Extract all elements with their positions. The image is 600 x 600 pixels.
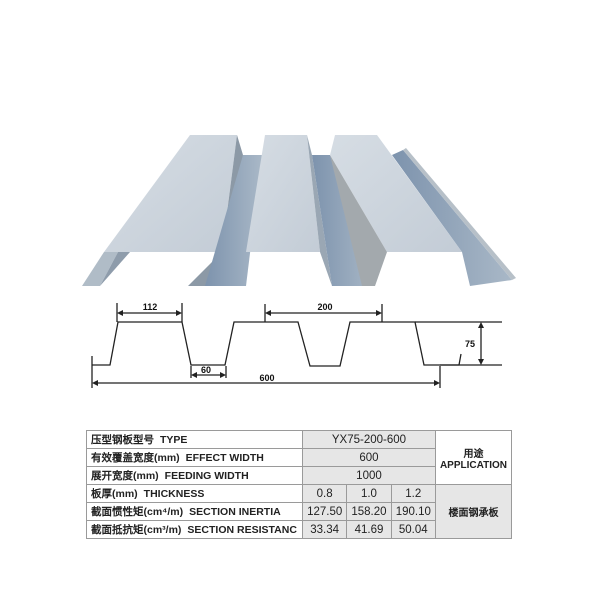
feeding-width-value: 1000 [302,466,436,485]
row-label-en: TYPE [160,434,188,446]
effect-width-value: 600 [302,448,436,467]
application-value: 楼面钢承板 [434,484,513,539]
row-label-cn: 截面惯性矩(cm⁴/m) [91,506,184,518]
application-en: APPLICATION [439,459,507,471]
application-cn: 用途 [463,448,484,460]
row-label-cn: 有效覆盖宽度(mm) [91,452,180,464]
table-row: 截面抵抗矩(cm³/m) SECTION RESISTANC 33.34 41.6… [86,520,512,539]
row-label-en: SECTION RESISTANC [187,524,297,536]
table-row: 展开宽度(mm) FEEDING WIDTH 1000 [86,466,512,485]
row-label-en: THICKNESS [143,488,205,500]
thickness-value: 0.8 [301,484,348,503]
table-row: 有效覆盖宽度(mm) EFFECT WIDTH 600 [86,448,512,467]
row-label-cn: 压型钢板型号 [91,434,154,446]
steel-deck-render [82,135,516,286]
inertia-value: 127.50 [301,502,348,521]
thickness-value: 1.2 [390,484,436,503]
type-value: YX75-200-600 [302,430,436,449]
thickness-value: 1.0 [346,484,392,503]
dim-pitch: 200 [317,302,332,312]
row-label-en: FEEDING WIDTH [164,470,249,482]
dim-total-width: 600 [259,373,274,383]
row-label-cn: 展开宽度(mm) [91,470,159,482]
resistance-value: 33.34 [301,520,348,539]
row-label-en: EFFECT WIDTH [185,452,264,464]
inertia-value: 158.20 [346,502,392,521]
row-label-en: SECTION INERTIA [189,506,281,518]
inertia-value: 190.10 [390,502,436,521]
dim-height: 75 [465,339,475,349]
resistance-value: 41.69 [346,520,392,539]
row-label-cn: 板厚(mm) [91,488,138,500]
row-label-cn: 截面抵抗矩(cm³/m) [91,524,182,536]
dim-top-flange: 112 [143,302,158,312]
table-row: 板厚(mm) THICKNESS 0.8 1.0 1.2 楼面钢承板 [86,484,513,539]
profile-drawing: 112 200 60 75 600 [91,302,502,388]
dim-bottom-flange: 60 [201,365,211,375]
resistance-value: 50.04 [390,520,436,539]
